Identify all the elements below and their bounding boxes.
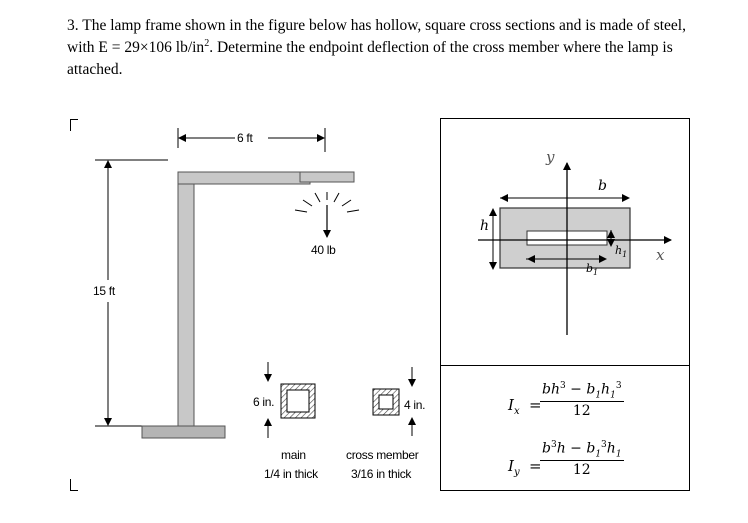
- dimension-6ft: [177, 128, 326, 152]
- iy-denominator: 12: [572, 462, 591, 479]
- dim-h-label: h: [480, 218, 490, 234]
- dim-b-label: b: [598, 178, 607, 194]
- section-schematic: [478, 162, 672, 335]
- label-main-dim: 6 in.: [253, 395, 275, 409]
- cross-section-panel: [440, 118, 690, 491]
- axis-x-label: x: [656, 246, 665, 264]
- label-15ft: 15 ft: [93, 284, 115, 298]
- dim-b1-label: b1: [586, 262, 599, 278]
- label-main: main: [281, 448, 306, 462]
- ix-equals: =: [529, 396, 542, 414]
- panel-divider: [441, 365, 689, 366]
- problem-statement: 3. The lamp frame shown in the figure be…: [67, 15, 707, 81]
- iy-label: Iy: [508, 457, 520, 478]
- main-section-sketch: [264, 362, 316, 438]
- problem-text-after: . Determine the endpoint deflection of t…: [67, 39, 673, 78]
- problem-text-before: The lamp frame shown in the figure below…: [67, 17, 686, 56]
- ix-numerator: bh3 − b1h13: [540, 381, 624, 403]
- label-main-thickness: 1/4 in thick: [264, 467, 318, 481]
- axis-y-label: y: [546, 148, 555, 166]
- iy-numerator: b3h − b13h1: [540, 440, 624, 462]
- problem-number: 3.: [67, 17, 79, 34]
- ix-denominator: 12: [572, 403, 591, 420]
- ix-label: Ix: [508, 396, 520, 417]
- label-load: 40 lb: [311, 243, 336, 257]
- iy-fraction: b3h − b13h1 12: [540, 440, 624, 478]
- dimension-15ft: [95, 159, 168, 427]
- dim-h1-label: h1: [615, 244, 628, 260]
- label-cross-thickness: 3/16 in thick: [351, 467, 412, 481]
- lamp-figure-frame: [70, 119, 440, 491]
- label-cross-member: cross member: [346, 448, 419, 462]
- iy-equals: =: [529, 457, 542, 475]
- cross-member-section-sketch: [372, 367, 416, 436]
- main-post: [141, 171, 311, 439]
- lamp-fixture: [294, 171, 360, 238]
- label-6ft: 6 ft: [236, 131, 254, 145]
- label-cross-dim: 4 in.: [404, 398, 426, 412]
- problem-superscript: 2: [204, 37, 210, 49]
- ix-fraction: bh3 − b1h13 12: [540, 381, 624, 419]
